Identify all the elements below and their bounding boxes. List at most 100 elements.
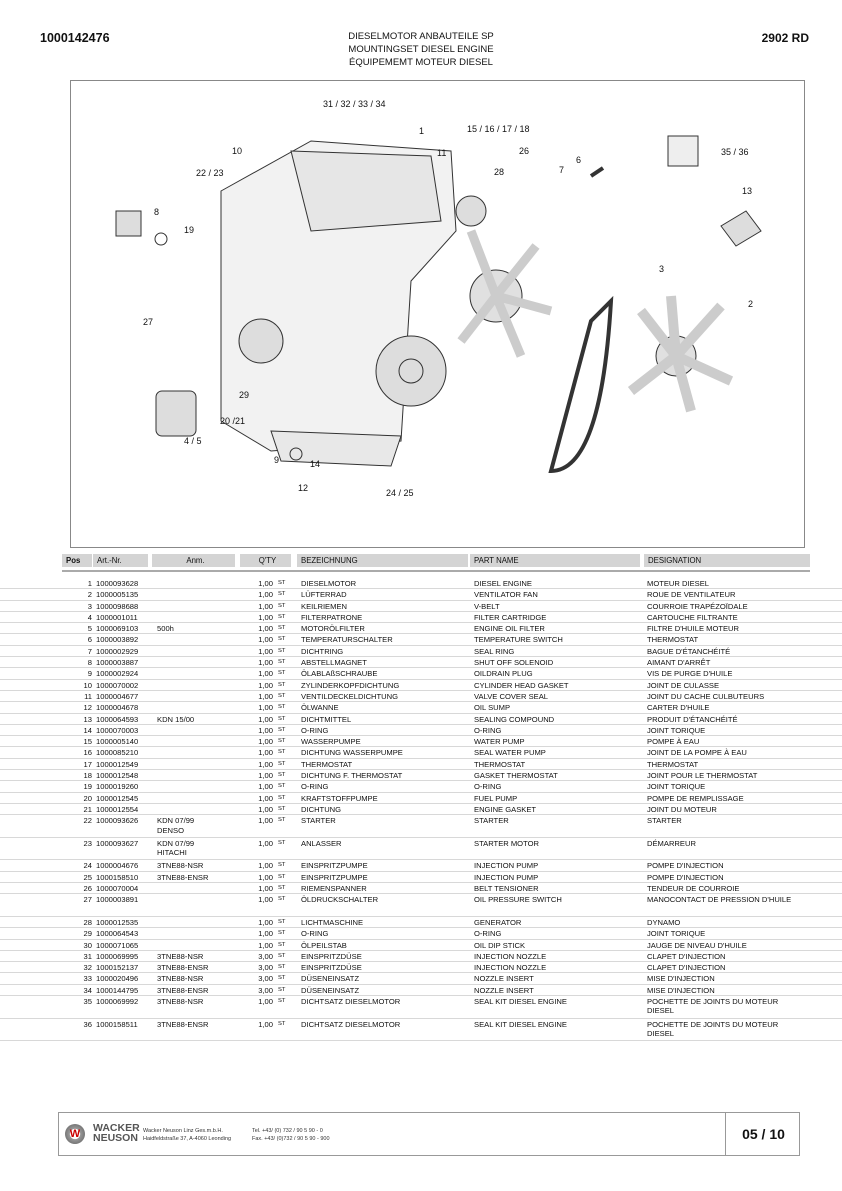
pos-cell: 3 — [87, 601, 92, 611]
pos-cell: 4 — [87, 612, 92, 622]
art-nr-cell: 1000085210 — [96, 748, 139, 758]
art-nr-cell: 1000152137 — [96, 963, 139, 973]
part-name-cell: BELT TENSIONER — [474, 884, 539, 894]
bezeichnung-cell: O-RING — [301, 725, 329, 735]
part-name-cell: GENERATOR — [474, 917, 522, 927]
part-name-cell: INJECTION PUMP — [474, 872, 539, 882]
designation-cell: BAGUE D'ÉTANCHÉITÉ — [647, 646, 731, 656]
part-name-cell: FUEL PUMP — [474, 793, 518, 803]
unit-cell: ST — [278, 805, 286, 812]
art-nr-cell: 1000003887 — [96, 658, 139, 668]
unit-cell: ST — [278, 783, 286, 790]
bezeichnung-cell: O-RING — [301, 929, 329, 939]
part-name-cell: NOZZLE INSERT — [474, 974, 534, 984]
part-name-cell: OIL DIP STICK — [474, 940, 526, 950]
col-header-bezeichnung: BEZEICHNUNG — [297, 554, 468, 567]
unit-cell: ST — [278, 726, 286, 733]
qty-cell: 1,00 — [258, 748, 273, 758]
art-nr-cell: 1000093628 — [96, 579, 139, 588]
art-nr-cell: 1000071065 — [96, 940, 139, 950]
art-nr-cell: 1000069103 — [96, 624, 139, 634]
bezeichnung-cell: TEMPERATURSCHALTER — [301, 635, 393, 645]
unit-cell: ST — [278, 896, 286, 903]
pos-cell: 8 — [87, 658, 92, 668]
part-name-cell: TEMPERATURE SWITCH — [474, 635, 563, 645]
unit-cell: ST — [278, 873, 286, 880]
designation-cell: CARTER D'HUILE — [647, 703, 710, 713]
telephone: Tel. +43/ (0) 732 / 90 5 90 - 0 — [252, 1128, 323, 1134]
qty-cell: 1,00 — [258, 669, 273, 679]
designation-cell: AIMANT D'ARRÊT — [647, 658, 711, 668]
bezeichnung-cell: WASSERPUMPE — [301, 737, 361, 747]
unit-cell: ST — [278, 715, 286, 722]
footer: W WACKER NEUSON Wacker Neuson Linz Ges.m… — [58, 1112, 800, 1156]
callout-label: 3 — [659, 264, 665, 274]
pos-cell: 34 — [83, 985, 92, 995]
designation-cell: MANOCONTACT DE PRESSION D'HUILE — [647, 895, 792, 905]
bezeichnung-cell: DIESELMOTOR — [301, 579, 357, 588]
anm-cell: KDN 07/99 DENSO — [157, 816, 195, 835]
designation-cell: JOINT DE CULASSE — [647, 680, 720, 690]
art-nr-cell: 1000003892 — [96, 635, 139, 645]
bezeichnung-cell: ÖLPEILSTAB — [301, 940, 347, 950]
unit-cell: ST — [278, 918, 286, 925]
part-name-cell: STARTER MOTOR — [474, 838, 539, 848]
designation-cell: MISE D'INJECTION — [647, 985, 715, 995]
callout-label: 7 — [559, 165, 565, 175]
part-name-cell: STARTER — [474, 816, 509, 826]
anm-cell: 3TNE88-ENSR — [157, 1019, 209, 1029]
bezeichnung-cell: DICHTUNG — [301, 804, 342, 814]
part-name-cell: VENTILATOR FAN — [474, 590, 538, 600]
bezeichnung-cell: O-RING — [301, 782, 329, 792]
part-name-cell: SEALING COMPOUND — [474, 714, 555, 724]
unit-cell: ST — [278, 930, 286, 937]
art-nr-cell: 1000012549 — [96, 759, 139, 769]
callout-label: 8 — [154, 207, 160, 217]
pos-cell: 35 — [83, 996, 92, 1006]
unit-cell: ST — [278, 738, 286, 745]
unit-cell: ST — [278, 986, 286, 993]
art-nr-cell: 1000001011 — [96, 612, 138, 622]
designation-cell: JOINT TORIQUE — [647, 782, 706, 792]
bezeichnung-cell: ÖLDRUCKSCHALTER — [301, 895, 379, 905]
engine-drawing — [115, 135, 762, 474]
qty-cell: 1,00 — [258, 725, 273, 735]
art-nr-cell: 1000020496 — [96, 974, 139, 984]
anm-cell: KDN 15/00 — [157, 714, 195, 724]
col-header-qty: Q'TY — [240, 554, 291, 567]
unit-cell: ST — [278, 602, 286, 609]
bezeichnung-cell: ZYLINDERKOPFDICHTUNG — [301, 680, 400, 690]
art-nr-cell: 1000070003 — [96, 725, 139, 735]
unit-cell: ST — [278, 885, 286, 892]
part-name-cell: SEAL RING — [474, 646, 515, 656]
qty-cell: 1,00 — [258, 579, 273, 588]
page-title: DIESELMOTOR ANBAUTEILE SP MOUNTINGSET DI… — [0, 30, 842, 69]
unit-cell: ST — [278, 670, 286, 677]
designation-cell: CLAPET D'INJECTION — [647, 963, 726, 973]
callout-label: 14 — [310, 459, 321, 469]
bezeichnung-cell: VENTILDECKELDICHTUNG — [301, 691, 399, 701]
qty-cell: 1,00 — [258, 861, 273, 871]
qty-cell: 1,00 — [258, 646, 273, 656]
part-name-cell: FILTER CARTRIDGE — [474, 612, 547, 622]
model-number: 2902 RD — [761, 31, 809, 45]
designation-cell: JOINT DE LA POMPE À EAU — [647, 748, 747, 758]
unit-cell: ST — [278, 647, 286, 654]
bezeichnung-cell: STARTER — [301, 816, 336, 826]
pos-cell: 12 — [83, 703, 92, 713]
art-nr-cell: 1000064543 — [96, 929, 139, 939]
unit-cell: ST — [278, 636, 286, 643]
